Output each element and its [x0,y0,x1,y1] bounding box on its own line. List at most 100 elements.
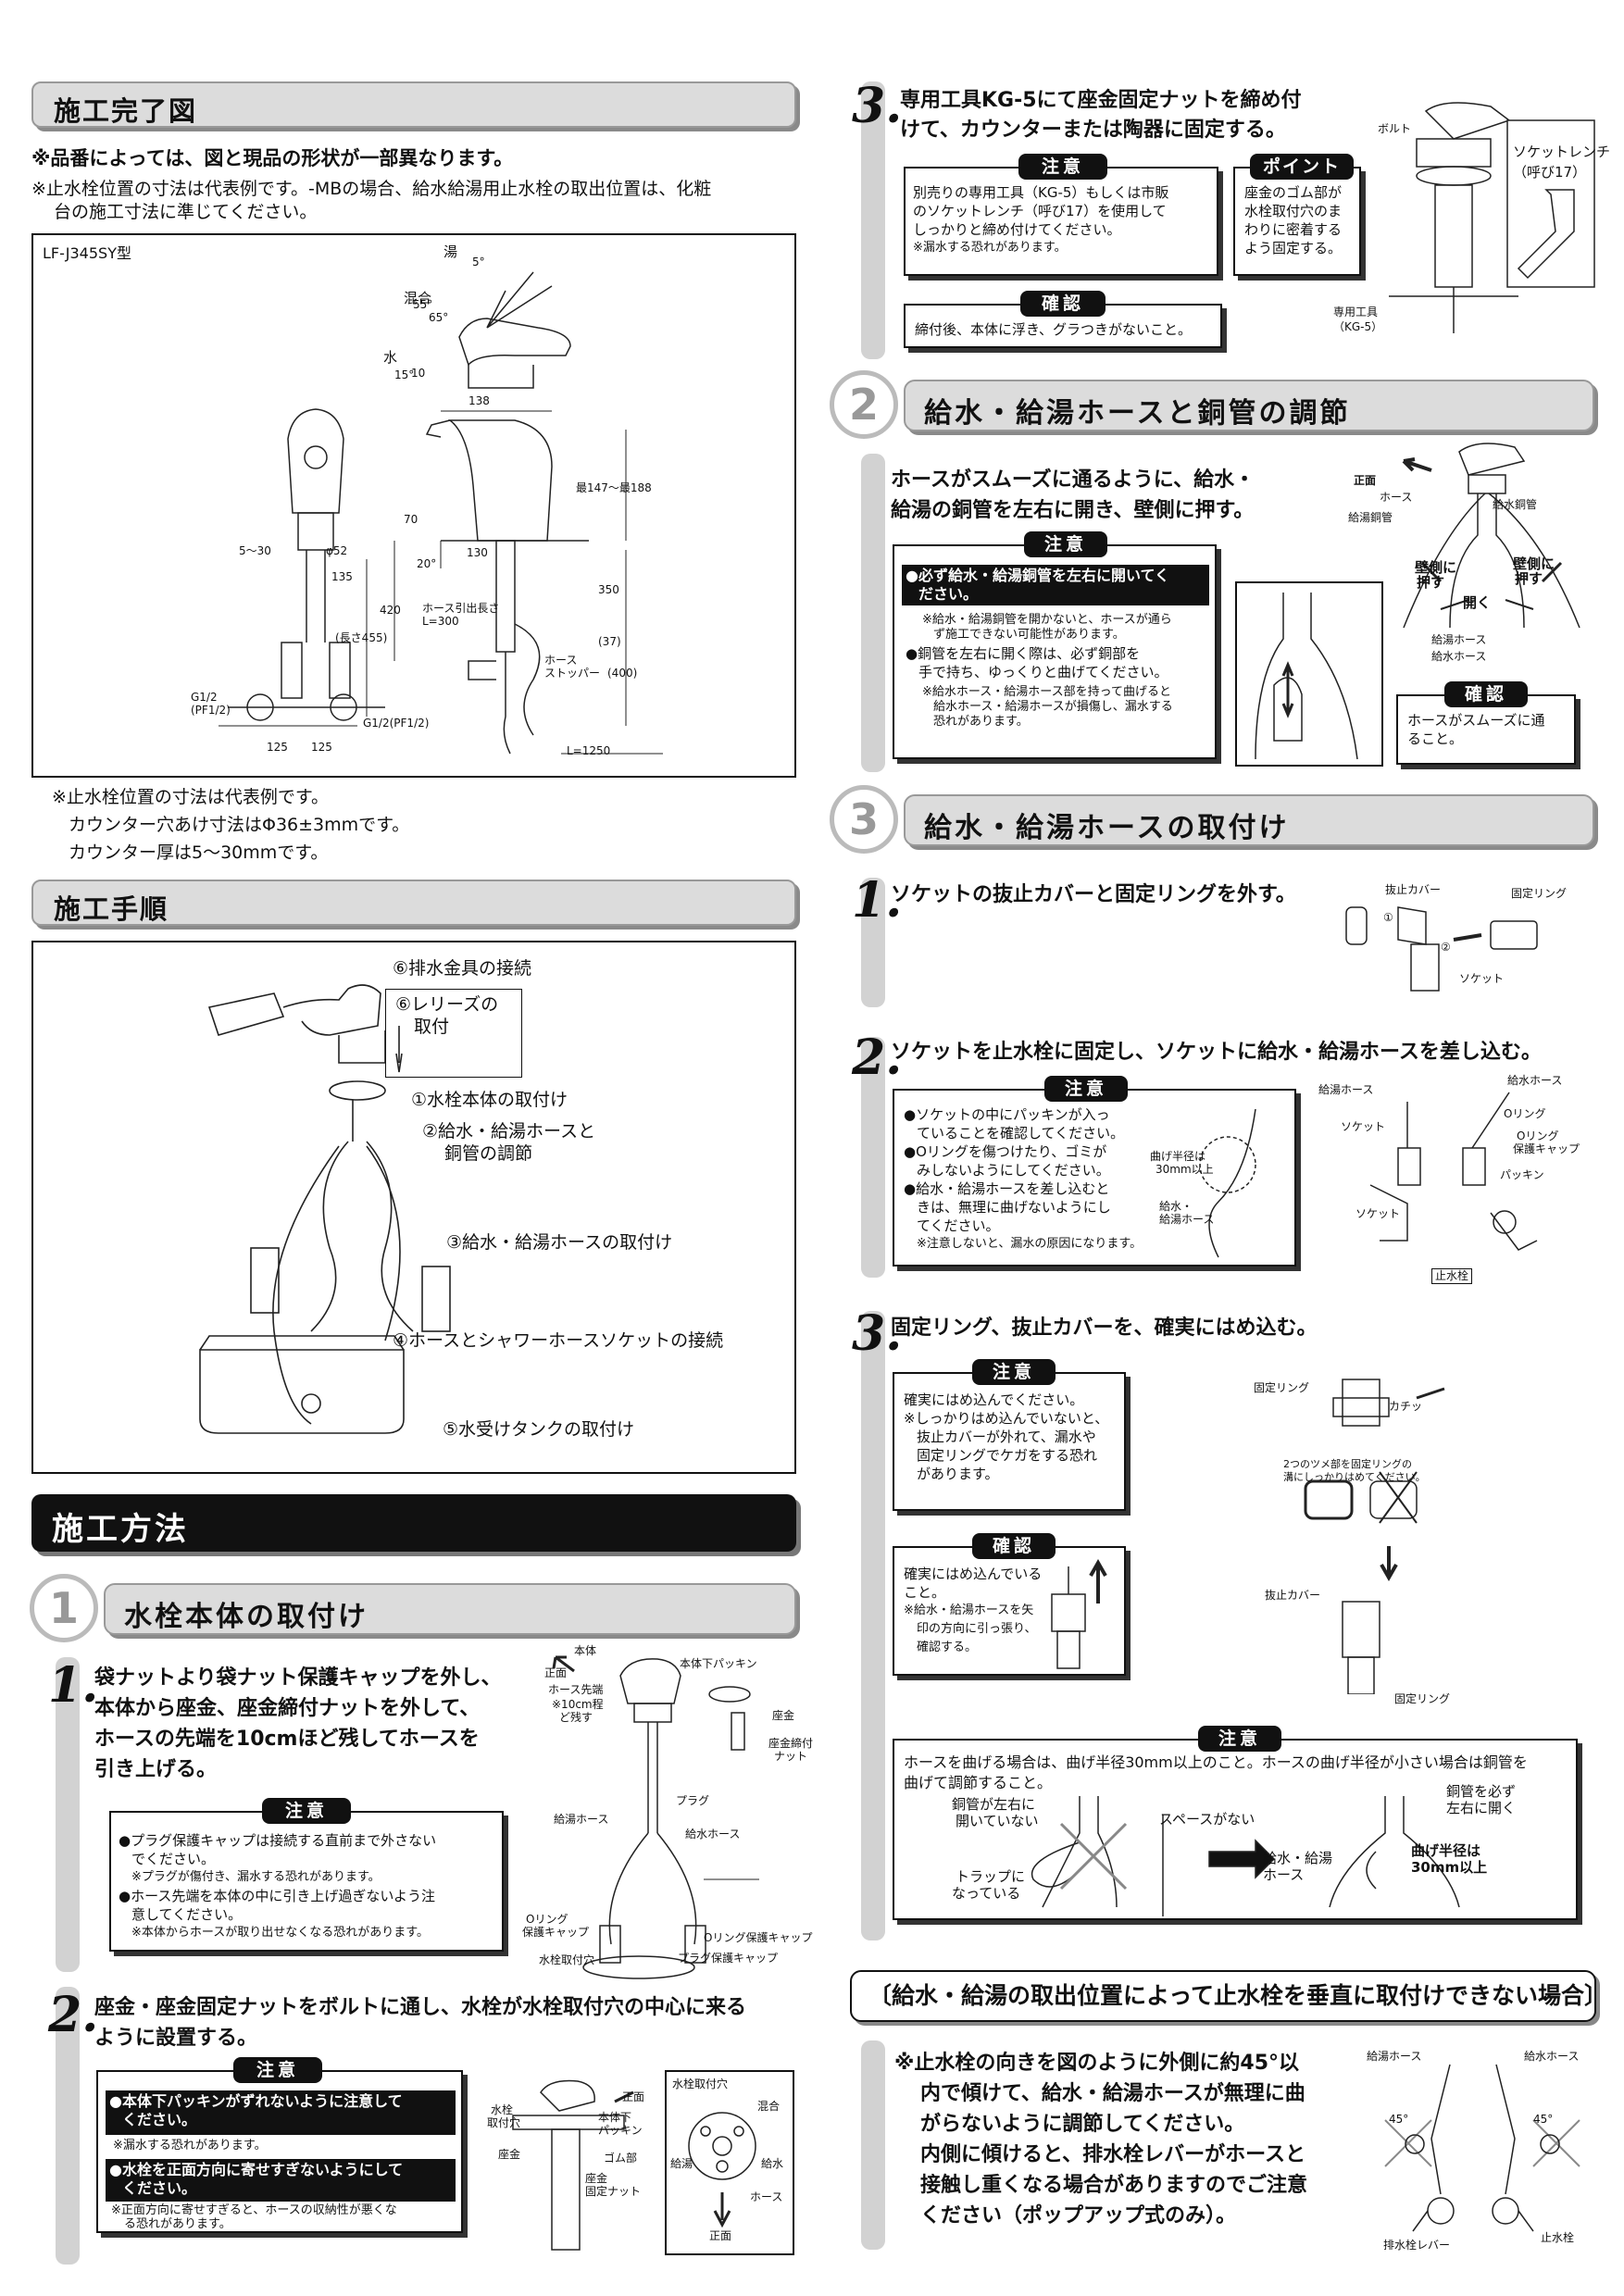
dim-l300: L=300 [422,615,459,628]
substep-number: 3. [852,1305,903,1362]
s2-line2: 給湯の銅管を左右に開き、壁側に押す。 [891,499,1255,522]
dim-w130: 130 [467,546,488,559]
proc-step-6b-l1: ⑥レリーズの [395,994,499,1015]
step2-number-circle: 2 [830,370,898,439]
fig-hot-pipe: 給湯銅管 [1348,511,1393,524]
fig-tip: ホース先端 [548,1683,604,1696]
fig-packing: 本体下パッキン [680,1657,757,1670]
dim-stopper2: ストッパー [544,667,601,680]
fig-trap1: トラップに [956,1868,1026,1885]
vertical-mount-title: 〔給水・給湯の取出位置によって止水栓を垂直に取付けできない場合〕 [868,1982,1608,2009]
fig-tip10a: ※10cm程 [552,1698,604,1711]
section-title: 施工完了図 [54,95,198,127]
s1-1-illustration [552,1655,759,1979]
substep-number: 3. [852,78,903,134]
caution-item: ●水栓を正面方向に寄せすぎないようにして [109,2161,404,2178]
fig-hot-hose: 給湯ホース [554,1813,609,1826]
confirm-label: 確認 [972,1533,1056,1559]
confirm-note: 印の方向に引っ張り、 [917,1622,1037,1636]
s3-3-caution-box: 確実にはめ込んでください。 ※しっかりはめ込んでいないと、 抜止カバーが外れて、… [893,1372,1126,1511]
caution-note: 給水ホース・給湯ホースが損傷し、漏水する [933,700,1173,714]
fig-packing: パッキン [1500,1168,1544,1181]
fig-front: 正面 [544,1666,568,1679]
vert-line6: ください（ポップアップ式のみ）。 [920,2204,1237,2227]
fig-tool2: （KG-5） [1333,320,1383,333]
confirm-text: 締付後、本体に浮き、グラつきがないこと。 [915,321,1192,338]
caution-label: 注意 [233,2057,322,2083]
fig-hose: ホース [750,2190,783,2203]
step2-title: 給水・給湯ホースと銅管の調節 [924,397,1351,430]
fig-hot: 給湯 [670,2157,693,2170]
fig-hole-title: 水栓取付穴 [672,2078,729,2090]
proc-step-3: ③給水・給湯ホースの取付け [446,1232,673,1253]
caution-label: 注意 [972,1359,1056,1385]
fig-valve: 止水栓 [1541,2231,1575,2244]
dim-water: 水 [383,349,398,366]
step3-number: 3 [848,794,879,844]
fig-body: 本体 [574,1644,597,1657]
dim-mix: 混合 [404,290,432,306]
substep-bar [56,1987,80,2265]
step2-number: 2 [848,380,879,430]
vert-line5: 接触し重くなる場合がありますのでご注意 [920,2174,1308,2197]
fig-ring: 固定リング [1254,1381,1310,1394]
caution-item: ●プラグ保護キャップは接続する直前まで外さない [119,1832,437,1849]
model-label: LF-J345SY型 [43,244,131,262]
fig-b2: 左右に開く [1446,1800,1517,1816]
complete-note-2a: ※止水栓位置の寸法は代表例です。-MBの場合、給水給湯用止水栓の取出位置は、化粧 [31,179,712,199]
dim-w125a: 125 [267,741,288,754]
step3-header: 給水・給湯ホースの取付け [904,794,1594,846]
caution-note: ※正面方向に寄せすぎると、ホースの収納性が悪くな [111,2203,397,2217]
dim-a65: 65° [429,311,449,324]
caution-text: のソケットレンチ（呼び17）を使用して [913,203,1167,219]
dim-g12b: G1/2(PF1/2) [363,717,430,730]
fig-trap2: なっている [952,1885,1021,1902]
caution-note: ず施工できない可能性があります。 [933,628,1125,642]
dim-h70: 70 [404,513,418,526]
fig-plug: プラグ [676,1794,710,1807]
fig-hh1: 給水・給湯 [1263,1850,1333,1866]
proc-step-4: ④ホースとシャワーホースソケットの接続 [393,1330,724,1351]
caution-item: ●Oリングを傷つけたり、ゴミが [904,1143,1107,1160]
caution-highlight [106,2090,456,2135]
dim-len455: (長さ455) [335,631,388,644]
caution-label: 注意 [1044,1076,1128,1102]
section-header-complete-drawing: 施工完了図 [31,81,796,128]
caution-highlight [106,2159,456,2202]
hole-detail-drawing [688,2112,756,2228]
dim-a55: 55° [413,298,433,311]
fig-oc2: 保護キャップ [1513,1142,1580,1155]
caution-item: ●必ず給水・給湯銅管を左右に開いてく [906,567,1170,584]
dim-h420: 420 [380,604,401,617]
dim-a20: 20° [417,557,437,570]
s1-2-line1: 座金・座金固定ナットをボルトに通し、水栓が水栓取付穴の中心に来る [94,1996,747,2019]
dim-w138: 138 [468,394,490,407]
caution-label: 注意 [262,1798,351,1824]
caution-note: ※給水ホース・給湯ホース部を持って曲げると [922,685,1171,699]
dim-hot: 湯 [443,243,458,260]
fig-pk1: 本体下 [598,2111,632,2124]
fig-cold-hose: 給水ホース [1431,650,1487,663]
bend-comparison-drawing [1031,1796,1460,1916]
s1-3-illustration [1389,102,1595,333]
caution-highlight [902,565,1209,605]
fig-bolt: ボルト [1378,122,1412,135]
hole-detail-frame: 水栓取付穴 混合 給湯 給水 ホース 正面 [665,2070,794,2255]
section-header-procedure: 施工手順 [31,880,796,926]
fig-c1: ① [1383,911,1393,924]
s2-illustration [1402,443,1580,629]
caution-note: る恐れがあります。 [124,2217,231,2231]
dim-a5: 5° [472,256,485,268]
fig-hole1: 水栓 [491,2103,514,2116]
fig-r2: 30mm以上 [1411,1859,1488,1876]
bend-radius-drawing [1199,1108,1256,1258]
step1-header: 水栓本体の取付け [104,1583,796,1635]
s3-3-confirm-box: 確実にはめ込んでいる こと。 ※給水・給湯ホースを矢 印の方向に引っ張り、 確認… [893,1546,1126,1676]
fig-cover: 抜止カバー [1265,1589,1321,1602]
caution-note: ※給水・給湯銅管を開かないと、ホースが通ら [922,613,1172,627]
step3-number-circle: 3 [830,785,898,854]
fig-r1: 曲げ半径は [1150,1150,1206,1163]
substep-number: 2. [48,1987,99,2043]
step2-header: 給水・給湯ホースと銅管の調節 [904,380,1594,431]
s1-1-line3: ホースの先端を10cmほど残してホースを [94,1728,480,1751]
